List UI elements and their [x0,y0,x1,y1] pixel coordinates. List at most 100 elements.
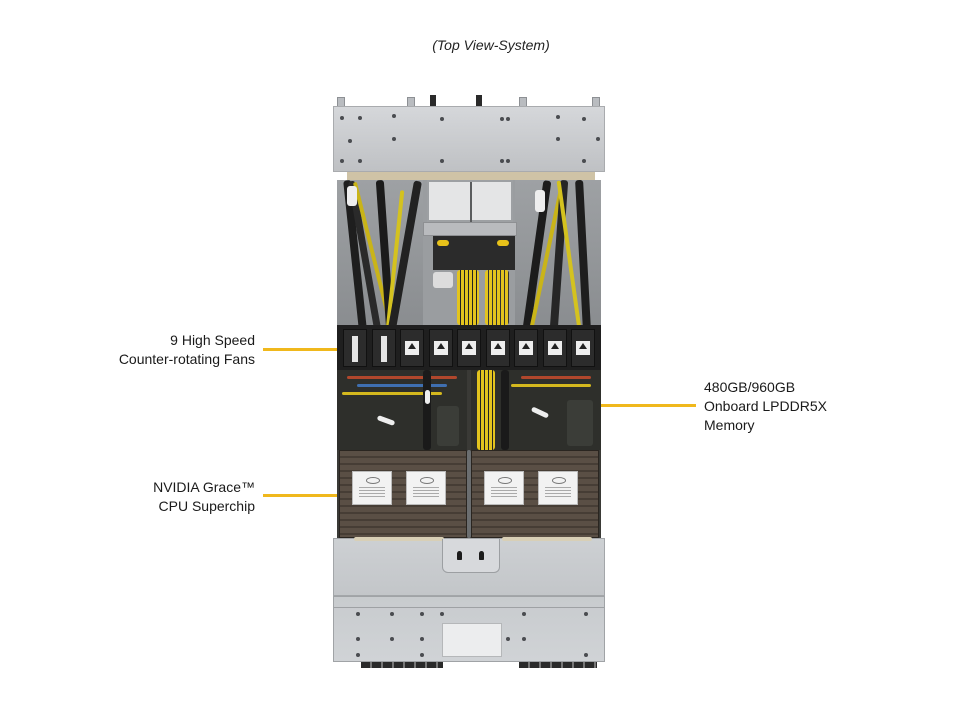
screw [556,115,560,119]
screw [392,114,396,118]
callout-memory-line3: Memory [704,417,755,433]
callout-fans-line1: 9 High Speed [170,332,255,348]
keyhole-icon [479,551,484,560]
screw [582,159,586,163]
cpu-heatsink-right [471,450,599,538]
psu-divider [470,182,472,222]
callout-memory: 480GB/960GB Onboard LPDDR5X Memory [704,378,884,435]
server-chassis-top-view [333,95,605,668]
fan-4 [428,328,453,367]
screw [522,612,526,616]
memory-module [437,406,459,446]
screw [358,116,362,120]
screw [596,137,600,141]
screw [420,653,424,657]
callout-memory-line2: Onboard LPDDR5X [704,398,827,414]
cable-bundle [485,270,509,325]
heatsink-divider [467,450,471,538]
callout-cpu-line1: NVIDIA Grace™ [153,479,255,495]
screw [584,612,588,616]
screw [440,612,444,616]
screw [358,159,362,163]
screw [582,117,586,121]
cable-label [347,186,357,206]
rear-handle-left [430,95,436,107]
fan-row [337,325,601,370]
fan-5 [457,328,481,367]
rear-handle-right [476,95,482,107]
screw [348,139,352,143]
fan-1 [343,328,367,367]
fans-leader-line [263,348,345,351]
cpu-heatsink-left [339,450,467,538]
screw [356,637,360,641]
cpu-leader-line [263,494,343,497]
screw [440,159,444,163]
chassis-interior [337,180,601,538]
cable-bundle [457,270,479,325]
cable [437,240,449,246]
screw [506,159,510,163]
cable [357,384,447,387]
front-panel [333,537,605,596]
compliance-sticker [442,623,502,657]
screw [584,653,588,657]
callout-cpu-line2: CPU Superchip [158,498,256,514]
cable [497,240,509,246]
screw [506,637,510,641]
psu-bracket [423,222,517,236]
screw [506,117,510,121]
memory-module [567,400,593,446]
front-notch [442,539,500,573]
airflow-arrow-icon [405,340,419,355]
front-io-connectors-right [519,662,597,668]
callout-cpu: NVIDIA Grace™ CPU Superchip [80,478,255,516]
screw [500,117,504,121]
rear-top-cover [333,106,605,172]
bezel-divider [334,607,604,608]
screw [340,159,344,163]
screw [340,116,344,120]
fan-2 [371,328,396,367]
cable-label [530,406,550,419]
keyhole-icon [457,551,462,560]
screw [440,117,444,121]
airflow-arrow-icon [490,340,505,355]
fan-label [352,335,358,362]
screw [356,612,360,616]
screw [500,159,504,163]
motherboard-left [337,370,467,450]
screw [420,612,424,616]
airflow-arrow-icon [433,340,448,355]
callout-fans-line2: Counter-rotating Fans [118,351,255,367]
power-distribution-module [427,180,513,222]
cable-label [535,190,545,212]
heatsink-label [538,471,578,505]
screw [390,637,394,641]
motherboard-right [471,370,601,450]
cable [511,384,591,387]
fan-8 [542,328,567,367]
screw [390,612,394,616]
cable [423,370,431,450]
fan-9 [571,328,595,367]
cable-label [425,390,430,404]
front-rail [502,537,592,541]
cable [501,370,509,450]
heatsink-label [352,471,392,505]
screw [522,637,526,641]
airflow-arrow-icon [462,340,476,355]
cable [521,376,591,379]
airflow-arrow-icon [519,340,533,355]
airflow-arrow-icon [547,340,562,355]
fan-3 [400,328,424,367]
airflow-arrow-icon [576,340,590,355]
screw [392,137,396,141]
figure-caption: (Top View-System) [432,37,550,53]
fan-6 [485,328,510,367]
screw [420,637,424,641]
front-rail [354,537,444,541]
fan-label [380,335,387,362]
cable [347,376,457,379]
heatsink-label [484,471,524,505]
